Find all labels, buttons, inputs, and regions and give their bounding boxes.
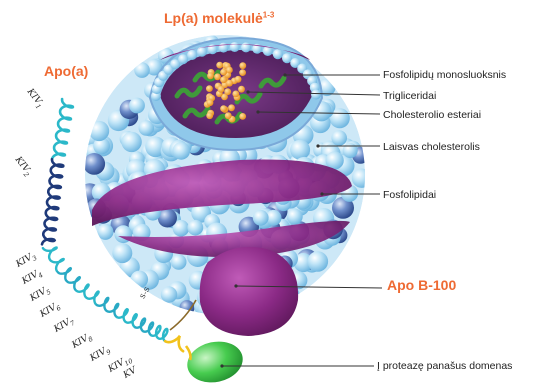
- cholesterol-ester: [220, 105, 227, 112]
- cholesterol-ester: [239, 113, 246, 120]
- cholesterol-ester: [226, 80, 233, 87]
- cholesterol-ester: [207, 99, 214, 106]
- leader-monosluoksnis-dot: [283, 73, 286, 76]
- phospholipid-head: [287, 209, 303, 225]
- label-proteaze-domenas: Į proteazę panašus domenas: [377, 360, 512, 372]
- phospholipid-head: [89, 121, 109, 141]
- phospholipid-head: [352, 169, 371, 188]
- phospholipid-head: [343, 143, 358, 158]
- phospholipid-head: [290, 140, 310, 160]
- kv-to-protease-link: [186, 346, 191, 360]
- kringle-iv-3: [43, 248, 64, 272]
- phospholipid-head: [308, 251, 329, 272]
- kringle-iv-1: [52, 99, 73, 159]
- monolayer-head: [197, 47, 207, 57]
- cholesterol-ester: [206, 112, 213, 119]
- cholesterol-ester: [232, 91, 239, 98]
- monolayer-head: [241, 42, 251, 52]
- phospholipid-head: [331, 130, 347, 146]
- cholesterol-ester: [228, 104, 235, 111]
- cholesterol-ester: [216, 62, 223, 69]
- cholesterol-ester: [220, 69, 227, 76]
- monolayer-head: [273, 49, 283, 59]
- phospholipid-head: [97, 224, 113, 240]
- phospholipid-head: [112, 243, 132, 263]
- cholesterol-ester: [238, 86, 245, 93]
- protease-like-domain: [183, 337, 246, 387]
- free-cholesterol-molecule: [158, 208, 177, 227]
- apo-b100-label: Apo B-100: [387, 277, 456, 293]
- monolayer-head: [178, 54, 188, 64]
- free-cholesterol-molecule: [83, 153, 105, 175]
- apo-a-label: Apo(a): [44, 63, 88, 79]
- monolayer-head: [187, 50, 197, 60]
- phospholipid-head: [171, 254, 187, 270]
- monolayer-head: [311, 90, 321, 100]
- kringle-iv-2: [42, 159, 63, 244]
- monolayer-head: [219, 43, 229, 53]
- cholesterol-ester: [225, 112, 232, 119]
- diagram-title: Lp(a) molekulė1-3: [164, 10, 274, 26]
- phospholipid-head: [173, 142, 191, 160]
- apo-b-100-domain: [200, 247, 298, 336]
- leader-fosfolipidai-dot: [320, 192, 323, 195]
- leader-apo-b100-dot: [234, 284, 237, 287]
- phospholipid-head: [187, 220, 203, 236]
- label-fosfolipidu-monosluoksnis: Fosfolipidų monosluoksnis: [383, 69, 506, 81]
- cholesterol-ester: [235, 76, 242, 83]
- cholesterol-ester: [226, 67, 233, 74]
- leader-proteaze-dot: [220, 364, 223, 367]
- phospholipid-head: [134, 62, 150, 78]
- label-fosfolipidai: Fosfolipidai: [383, 189, 436, 201]
- label-cholesterolio-esteriai: Cholesterolio esteriai: [383, 109, 481, 121]
- monolayer-head: [230, 42, 240, 52]
- diagram-title-superscript: 1-3: [263, 10, 275, 19]
- kringle-iv-8: [135, 319, 153, 336]
- label-trigliceridai: Trigliceridai: [383, 90, 436, 102]
- cholesterol-ester: [224, 88, 231, 95]
- cholesterol-ester: [206, 85, 213, 92]
- phospholipid-head: [129, 98, 145, 114]
- phospholipid-head: [253, 210, 269, 226]
- cholesterol-ester: [239, 69, 246, 76]
- leader-trigliceridai-dot: [246, 90, 249, 93]
- cholesterol-ester: [218, 86, 225, 93]
- kringle-iv-4: [58, 268, 80, 290]
- cholesterol-ester: [214, 73, 221, 80]
- kringle-iv-6: [97, 298, 118, 317]
- leader-laisvas-cholesterolis-dot: [316, 144, 319, 147]
- kringle-iv-9: [152, 326, 168, 342]
- kringle-v: [165, 336, 183, 351]
- kringle-iv-7: [117, 309, 137, 327]
- diagram-title-text: Lp(a) molekulė: [164, 10, 263, 26]
- cholesterol-ester: [207, 72, 214, 79]
- label-laisvas-cholesterolis: Laisvas cholesterolis: [383, 141, 480, 153]
- lipid-core: [150, 38, 322, 150]
- kringle-iv-5: [77, 285, 99, 305]
- cholesterol-ester: [239, 62, 246, 69]
- phospholipid-head: [121, 132, 141, 152]
- leader-cholesterolio-esteriai-dot: [256, 110, 259, 113]
- phospholipid-head: [161, 286, 177, 302]
